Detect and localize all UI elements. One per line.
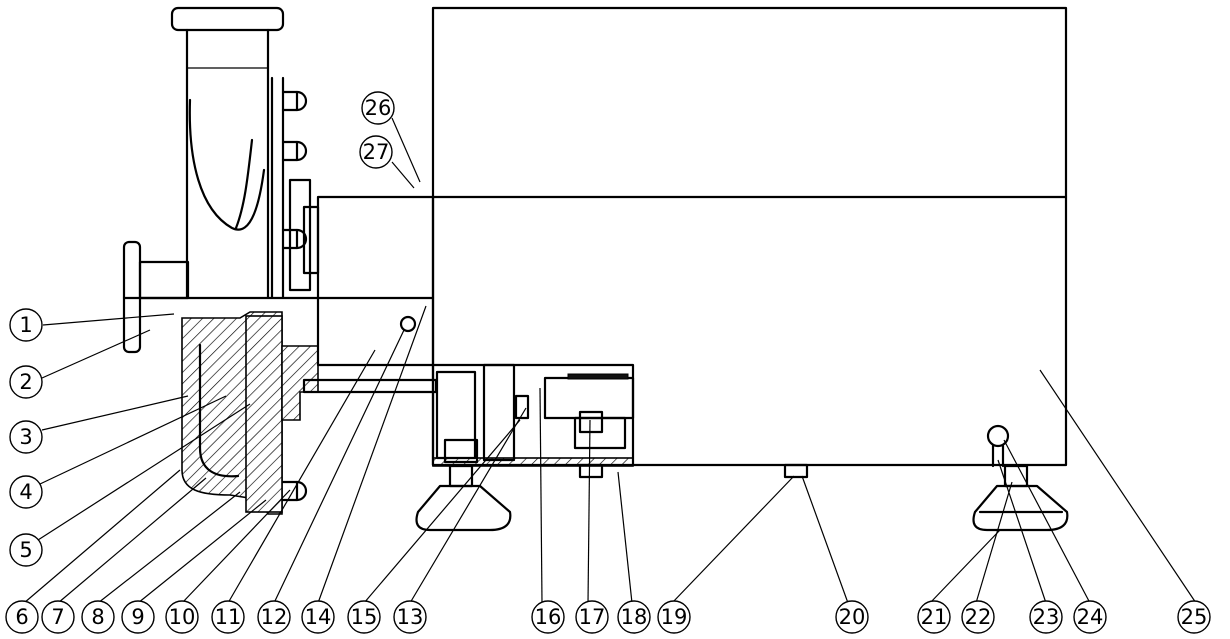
- svg-text:24: 24: [1077, 605, 1104, 629]
- balloon-19: 19: [657, 475, 795, 634]
- svg-text:8: 8: [91, 605, 104, 629]
- balloon-9: 9: [121, 499, 267, 634]
- svg-text:19: 19: [661, 605, 688, 629]
- svg-text:17: 17: [579, 605, 606, 629]
- svg-text:11: 11: [215, 605, 242, 629]
- svg-text:5: 5: [19, 538, 32, 562]
- balloon-20: 20: [801, 475, 869, 634]
- svg-text:13: 13: [397, 605, 424, 629]
- svg-text:22: 22: [965, 605, 992, 629]
- balloon-11: 11: [211, 349, 376, 634]
- balloon-15: 15: [347, 419, 521, 634]
- svg-text:23: 23: [1033, 605, 1060, 629]
- balloon-26: 26: [361, 91, 421, 183]
- svg-text:2: 2: [19, 370, 32, 394]
- svg-text:15: 15: [351, 605, 378, 629]
- outlet-clamp: [122, 240, 435, 354]
- balloon-22: 22: [961, 481, 1013, 634]
- svg-text:10: 10: [169, 605, 196, 629]
- balloon-5: 5: [9, 403, 251, 567]
- pump-casing-section: [181, 311, 438, 515]
- balloon-10: 10: [165, 489, 291, 634]
- balloon-8: 8: [81, 491, 241, 634]
- svg-text:27: 27: [363, 140, 390, 164]
- balloon-7: 7: [41, 477, 207, 634]
- svg-text:3: 3: [19, 425, 32, 449]
- balloon-24: 24: [1003, 439, 1107, 634]
- balloon-27: 27: [359, 135, 415, 189]
- balloon-17: 17: [575, 419, 609, 634]
- balloon-4: 4: [9, 395, 227, 509]
- svg-text:12: 12: [261, 605, 288, 629]
- balloon-18: 18: [617, 471, 651, 634]
- svg-text:20: 20: [839, 605, 866, 629]
- balloon-6: 6: [5, 469, 181, 634]
- adjustable-foot-left: [415, 438, 512, 532]
- adjustable-foot-right: [972, 424, 1069, 532]
- balloon-1: 1: [9, 308, 175, 342]
- svg-text:9: 9: [131, 605, 144, 629]
- balloon-23: 23: [997, 459, 1063, 634]
- balloon-14: 14: [301, 305, 427, 634]
- balloon-13: 13: [393, 407, 527, 634]
- svg-text:21: 21: [921, 605, 948, 629]
- svg-text:16: 16: [535, 605, 562, 629]
- svg-text:26: 26: [365, 96, 392, 120]
- svg-text:4: 4: [19, 480, 32, 504]
- adapter-lantern: [302, 195, 435, 367]
- inlet-pipe: [170, 6, 285, 299]
- svg-text:18: 18: [621, 605, 648, 629]
- balloon-16: 16: [531, 387, 565, 634]
- svg-text:1: 1: [19, 313, 32, 337]
- flange-bolts: [281, 90, 312, 502]
- svg-text:25: 25: [1181, 605, 1208, 629]
- balloon-12: 12: [257, 329, 405, 634]
- balloon-21: 21: [917, 529, 1001, 634]
- base-frame: [431, 363, 809, 479]
- svg-text:7: 7: [51, 605, 64, 629]
- svg-text:6: 6: [15, 605, 28, 629]
- part-balloons: 1 2 3 4 5 6 7 8: [5, 91, 1211, 634]
- balloon-25: 25: [1039, 369, 1211, 634]
- svg-text:14: 14: [305, 605, 332, 629]
- balloon-2: 2: [9, 329, 151, 399]
- balloon-3: 3: [9, 395, 189, 454]
